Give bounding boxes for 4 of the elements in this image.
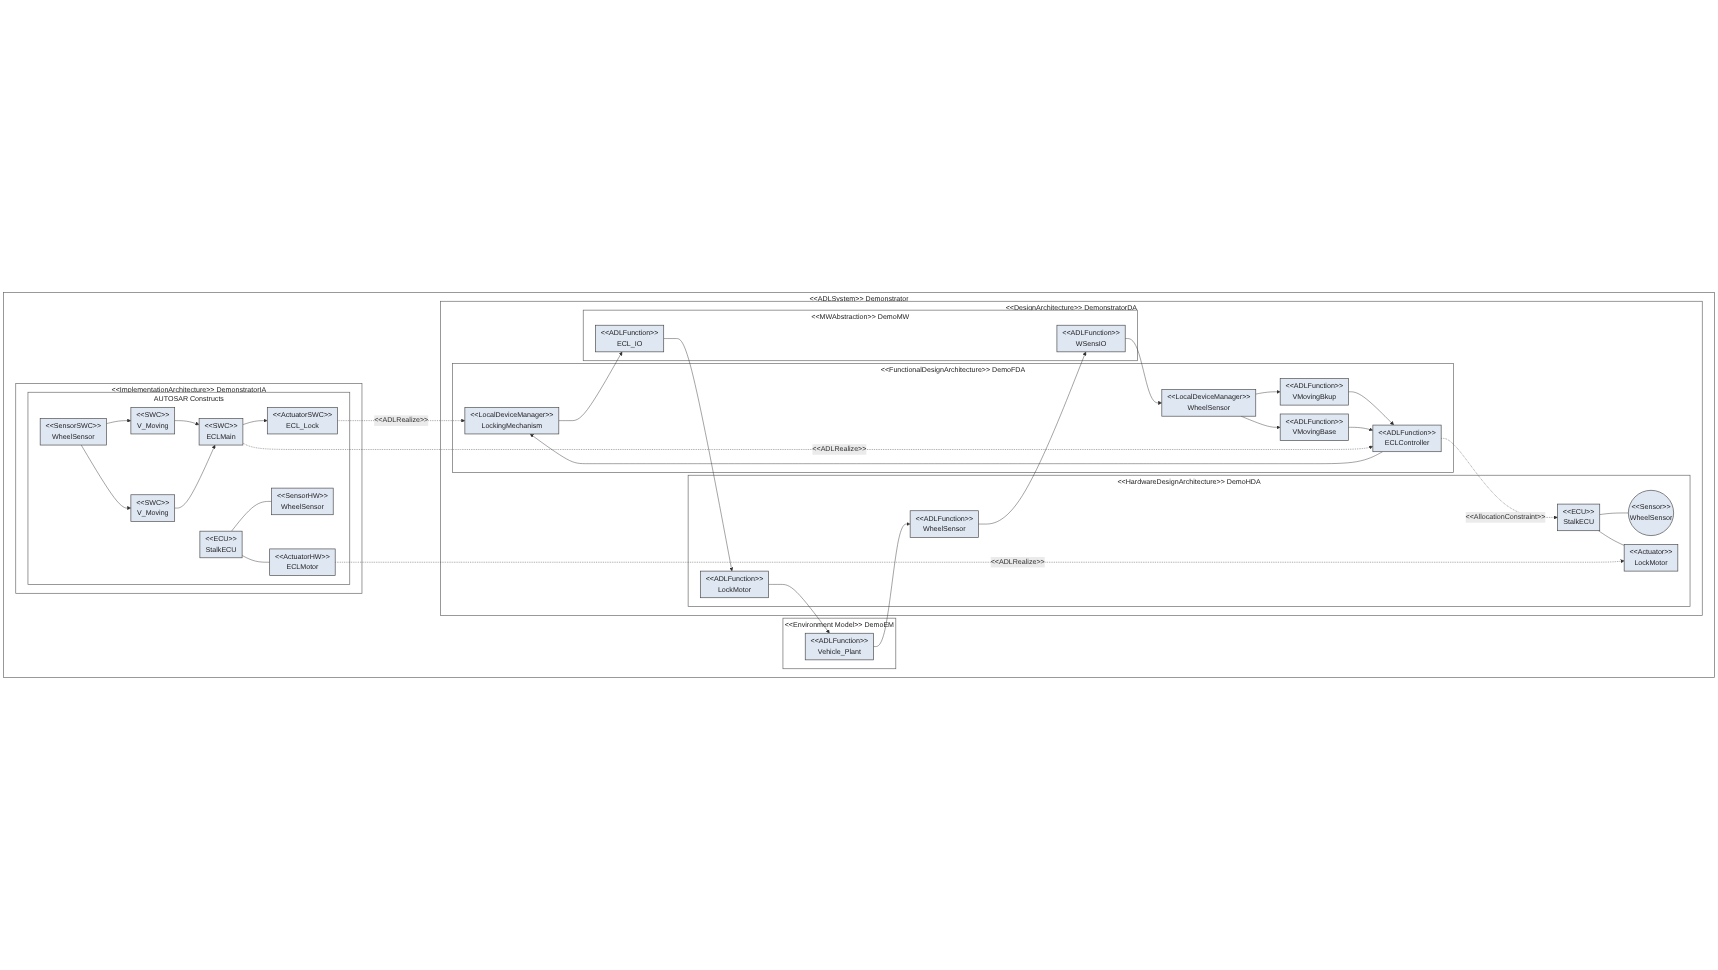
connector bbox=[1599, 512, 1629, 515]
connector bbox=[241, 555, 270, 563]
connector bbox=[1598, 530, 1625, 546]
connector bbox=[231, 501, 272, 532]
